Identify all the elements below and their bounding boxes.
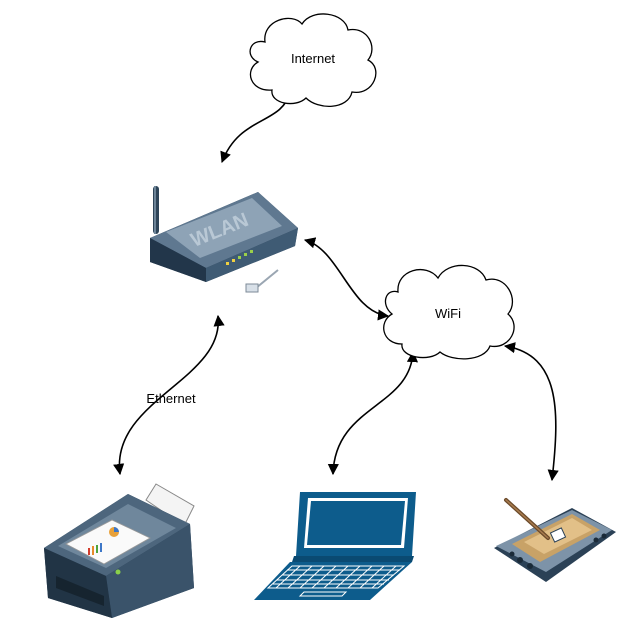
connector-router-printer bbox=[113, 314, 225, 476]
pda-icon[interactable] bbox=[494, 498, 616, 582]
laptop-icon[interactable] bbox=[254, 492, 416, 600]
connector-laptop-wifi bbox=[327, 350, 419, 476]
connector-pda-wifi bbox=[503, 342, 559, 482]
printer-icon[interactable] bbox=[44, 483, 195, 618]
pda-buttons bbox=[509, 533, 607, 569]
connector-router-wifi bbox=[303, 237, 390, 321]
ethernet-plug-icon bbox=[245, 269, 279, 293]
stylus-icon bbox=[504, 498, 550, 540]
router-leds bbox=[226, 250, 253, 265]
wifi-label: WiFi bbox=[435, 306, 461, 321]
internet-cloud: Internet bbox=[249, 13, 377, 108]
laptop-keyboard bbox=[266, 565, 406, 597]
internet-label: Internet bbox=[291, 51, 335, 66]
wireless-router-icon[interactable]: WLAN bbox=[150, 186, 298, 293]
wifi-cloud: WiFi bbox=[383, 264, 515, 360]
page-bar-chart bbox=[88, 543, 102, 555]
ethernet-label: Ethernet bbox=[146, 391, 196, 406]
connector-router-internet bbox=[220, 90, 294, 164]
